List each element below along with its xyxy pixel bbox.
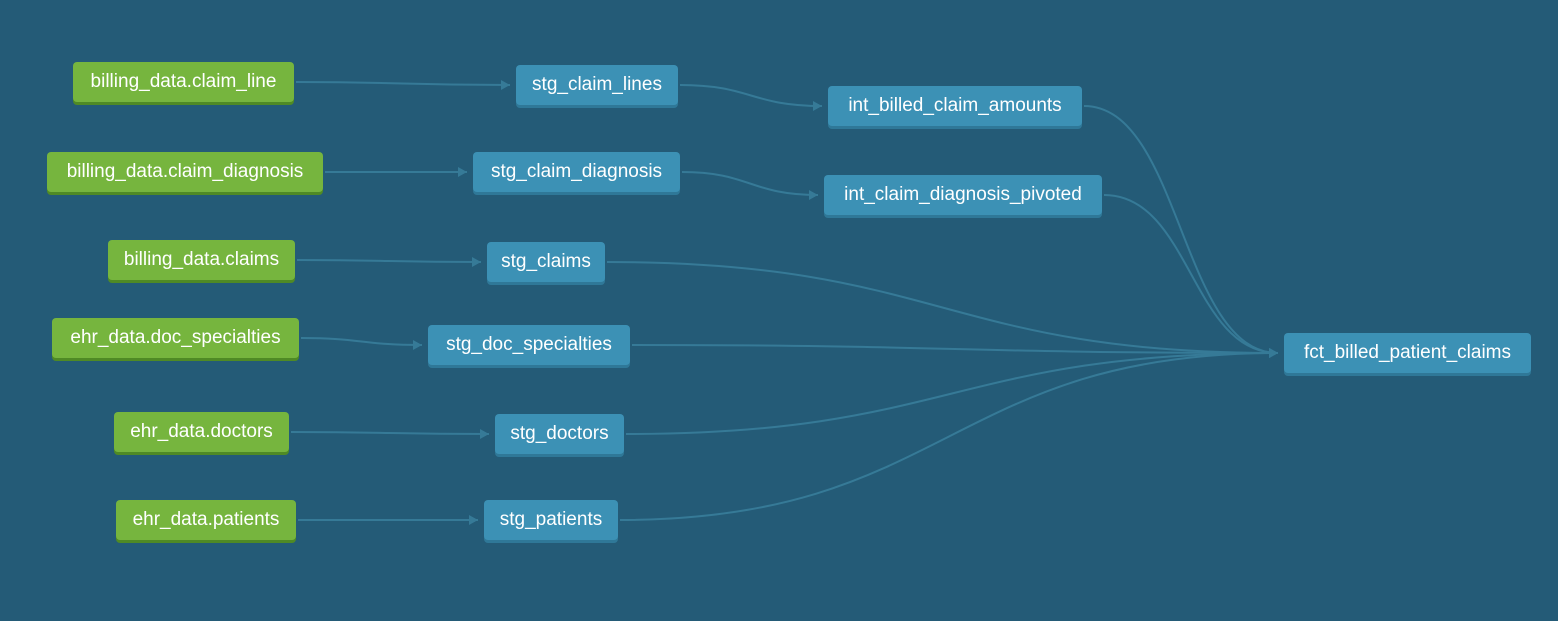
node-ehr-data-patients[interactable]: ehr_data.patients [116,500,296,540]
edge-arrowhead [501,80,510,90]
edge-arrowhead [472,257,481,267]
edge-stg_claim_lines-to-int_billed_claim_amounts [679,84,823,107]
node-stg-doctors[interactable]: stg_doctors [495,414,624,454]
edge-arrowhead [469,515,478,525]
edge-arrowhead [413,340,422,350]
node-stg-doc-specialties[interactable]: stg_doc_specialties [428,325,630,365]
node-billing-data-claim-diagnosis[interactable]: billing_data.claim_diagnosis [47,152,323,192]
edge-src_claims-to-stg_claims [296,259,482,263]
edge-stg_claims-to-fct_billed_patient_claims [606,261,1279,354]
node-billing-data-claims[interactable]: billing_data.claims [108,240,295,280]
edge-stg_doc_specialties-to-fct_billed_patient_claims [631,344,1279,354]
node-ehr-data-doc-specialties[interactable]: ehr_data.doc_specialties [52,318,299,358]
node-int-billed-claim-amounts[interactable]: int_billed_claim_amounts [828,86,1082,126]
node-billing-data-claim-line[interactable]: billing_data.claim_line [73,62,294,102]
node-fct-billed-patient-claims[interactable]: fct_billed_patient_claims [1284,333,1531,373]
edge-int_claim_diagnosis_pivoted-to-fct_billed_patient_claims [1103,194,1279,354]
edge-arrowhead [480,429,489,439]
node-ehr-data-doctors[interactable]: ehr_data.doctors [114,412,289,452]
edge-src_doc_specialties-to-stg_doc_specialties [300,337,423,346]
edge-stg_doctors-to-fct_billed_patient_claims [625,352,1279,435]
edge-arrowhead [1269,348,1278,358]
node-stg-patients[interactable]: stg_patients [484,500,618,540]
edge-stg_claim_diagnosis-to-int_claim_diagnosis_pivoted [681,171,819,196]
edge-arrowhead [809,190,818,200]
node-int-claim-diagnosis-pivoted[interactable]: int_claim_diagnosis_pivoted [824,175,1102,215]
edge-src_doctors-to-stg_doctors [290,431,490,435]
node-stg-claim-lines[interactable]: stg_claim_lines [516,65,678,105]
node-stg-claim-diagnosis[interactable]: stg_claim_diagnosis [473,152,680,192]
edge-stg_patients-to-fct_billed_patient_claims [619,352,1279,521]
edge-src_claim_line-to-stg_claim_lines [295,81,511,86]
edge-arrowhead [458,167,467,177]
node-stg-claims[interactable]: stg_claims [487,242,605,282]
edge-int_billed_claim_amounts-to-fct_billed_patient_claims [1083,105,1279,354]
edge-arrowhead [813,101,822,111]
